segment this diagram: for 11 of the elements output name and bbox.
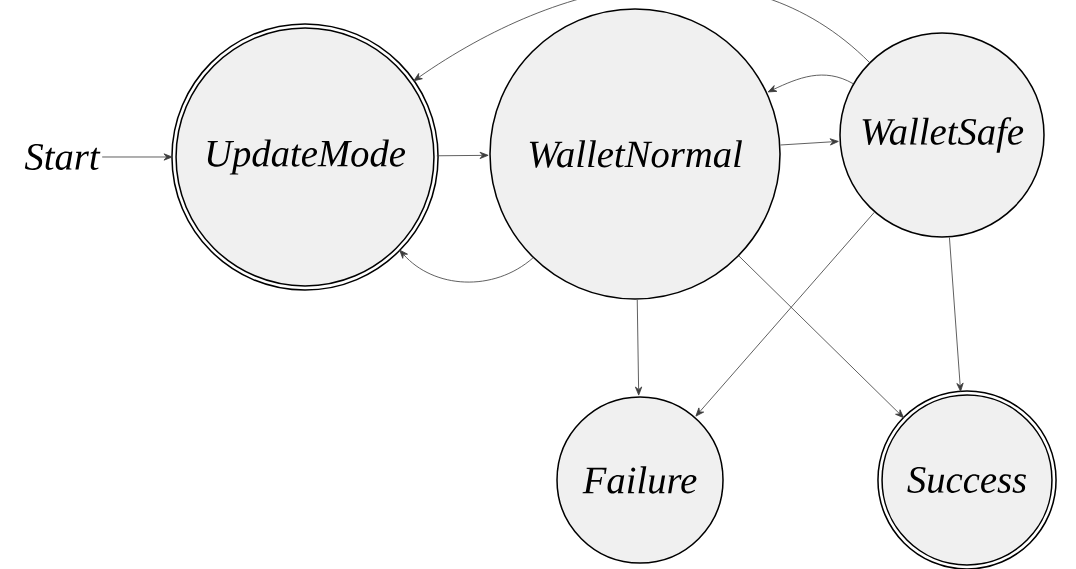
- state-label: Start: [24, 144, 101, 170]
- arrow: [949, 237, 964, 392]
- arrow: [101, 153, 173, 161]
- arrow: [399, 249, 534, 283]
- arrow: [780, 138, 839, 146]
- arrow: [413, 0, 870, 82]
- arrow: [767, 74, 854, 93]
- arrow: [738, 255, 904, 419]
- arrow: [695, 211, 875, 417]
- arrow: [635, 299, 643, 396]
- arrow: [436, 151, 489, 159]
